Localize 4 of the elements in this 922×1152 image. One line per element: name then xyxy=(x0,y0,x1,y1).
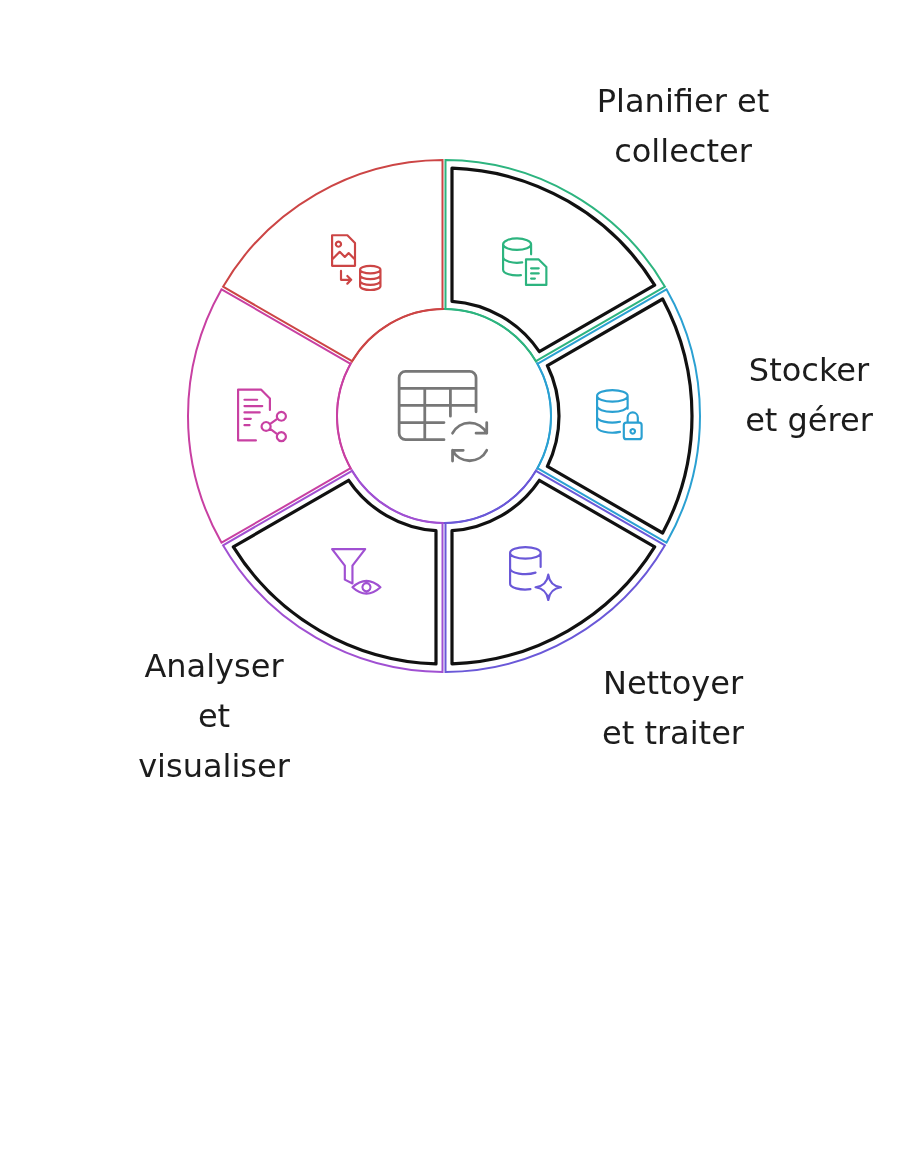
step-label: Stocker et gérer xyxy=(744,350,874,441)
step-label: Analyser et visualiser xyxy=(137,646,291,787)
step-label: Nettoyer et traiter xyxy=(601,663,745,754)
step-label: Planifier et collecter xyxy=(595,81,771,172)
